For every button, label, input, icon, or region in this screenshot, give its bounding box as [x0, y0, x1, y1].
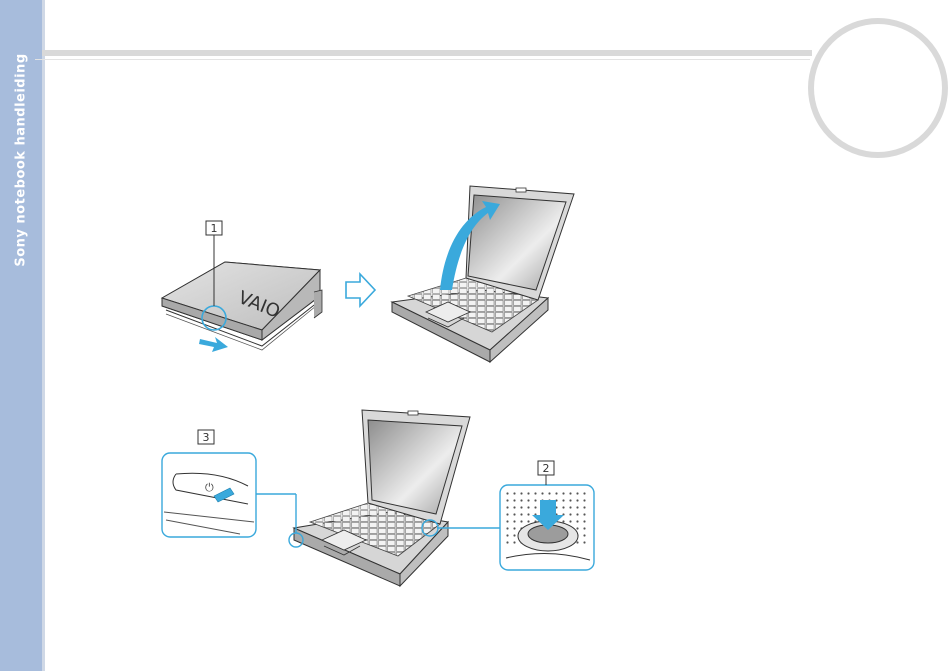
- power-on-laptop: [294, 410, 470, 586]
- slide-arrow-icon: [199, 337, 228, 352]
- callout-label-2: 2: [543, 462, 550, 475]
- power-symbol-icon: ⏻: [205, 481, 214, 494]
- indicator-inset: [162, 453, 256, 537]
- callout-label-3: 3: [203, 431, 210, 444]
- callout-label-1: 1: [211, 222, 218, 235]
- process-arrow-icon: [346, 274, 375, 306]
